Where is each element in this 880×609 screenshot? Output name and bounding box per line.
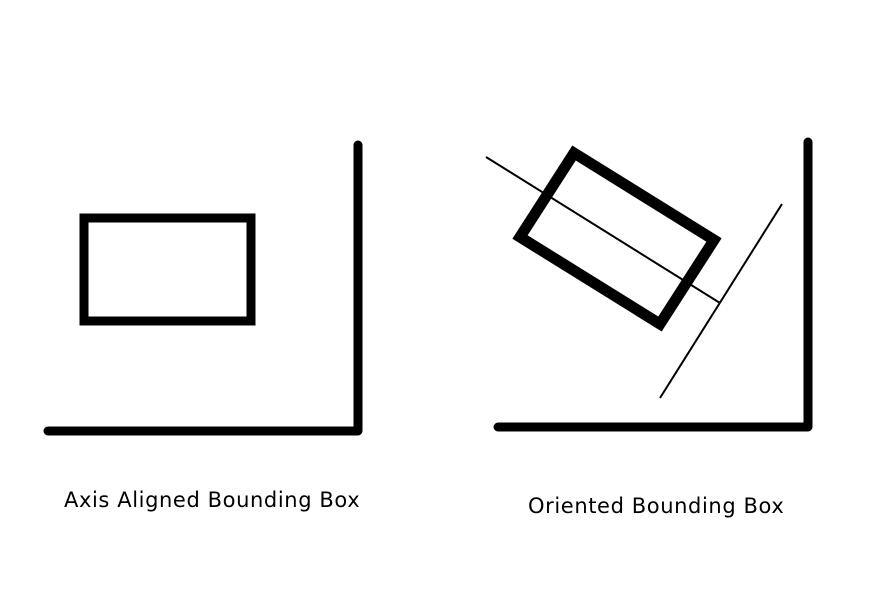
- axis-aligned-box: [79, 213, 256, 326]
- axis-aligned-caption: Axis Aligned Bounding Box: [64, 488, 361, 512]
- oriented-axes: [493, 137, 813, 432]
- oriented-box: [512, 145, 722, 332]
- principal-axis-line: [485, 156, 721, 304]
- axis-aligned-panel: [43, 140, 363, 436]
- secondary-axis-line: [659, 203, 783, 399]
- axis-aligned-axes: [43, 140, 363, 436]
- oriented-panel: [485, 137, 813, 432]
- oriented-caption: Oriented Bounding Box: [528, 494, 785, 518]
